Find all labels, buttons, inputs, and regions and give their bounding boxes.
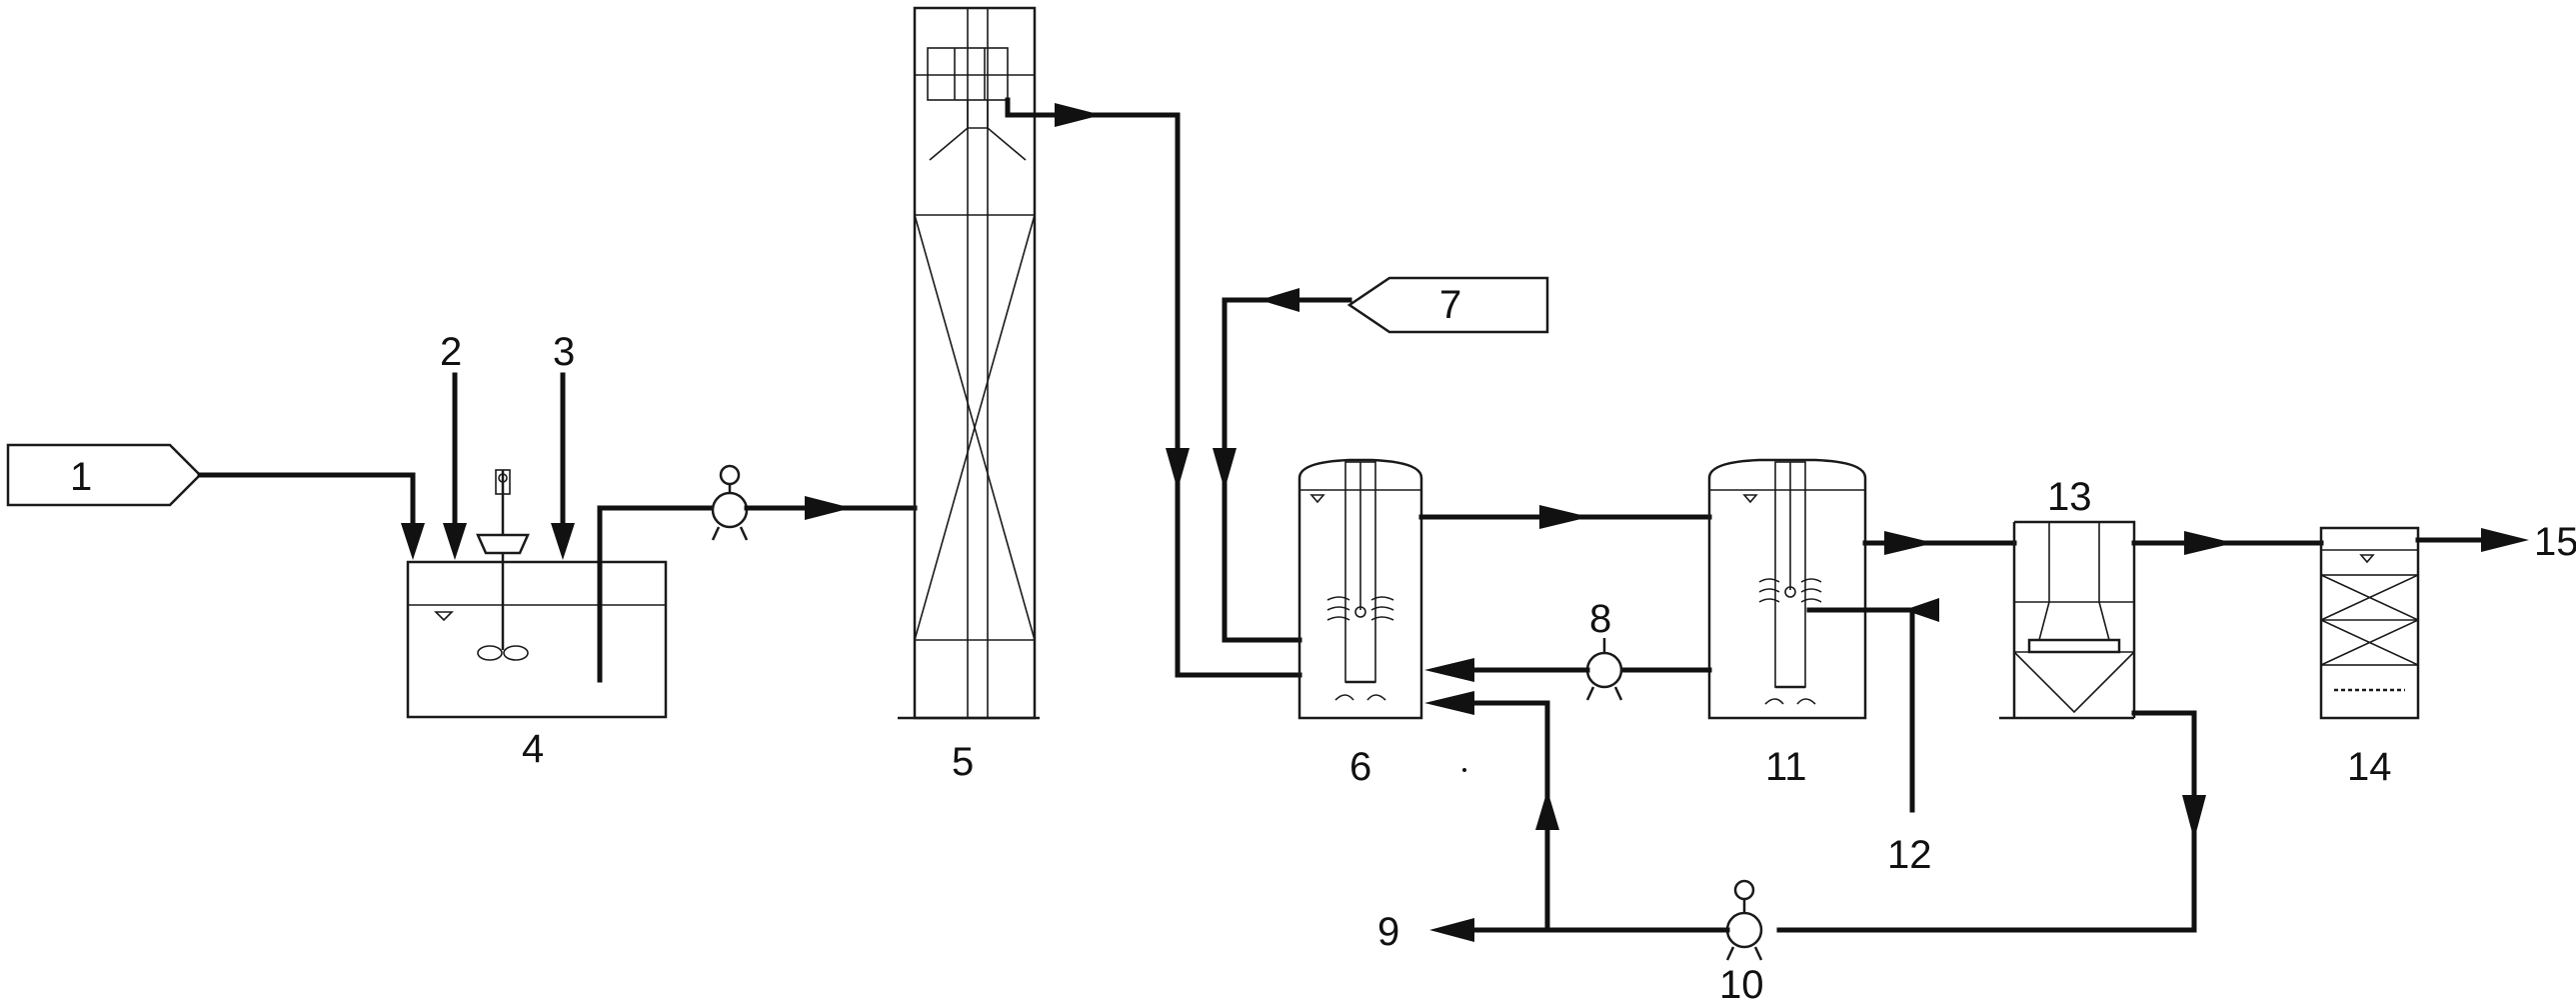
pump-8: 8 xyxy=(1585,597,1623,701)
label-3: 3 xyxy=(553,330,575,374)
feed-tag-7: 7 xyxy=(1346,276,1549,334)
mixing-tank-4: 4 xyxy=(406,469,668,771)
label-5: 5 xyxy=(952,740,974,784)
pump-10: 10 xyxy=(1719,879,1764,1006)
label-15: 15 xyxy=(2534,520,2576,564)
reactor-6: 6 xyxy=(1297,458,1423,789)
inlet-2: 2 xyxy=(440,330,467,560)
aerator-icon xyxy=(1326,596,1394,621)
pump-icon xyxy=(711,464,749,541)
label-8: 8 xyxy=(1589,597,1611,641)
label-11: 11 xyxy=(1765,745,1807,789)
motor-pump-icon xyxy=(1725,879,1763,961)
label-6: 6 xyxy=(1349,745,1371,789)
label-1: 1 xyxy=(70,455,92,499)
stirrer-icon xyxy=(476,469,530,661)
aerator-icon xyxy=(1758,578,1822,603)
filter-14: 14 xyxy=(2319,526,2420,789)
label-7: 7 xyxy=(1439,283,1461,327)
label-4: 4 xyxy=(522,727,544,771)
inlet-3: 3 xyxy=(551,330,575,560)
label-9: 9 xyxy=(1377,910,1399,954)
label-10: 10 xyxy=(1719,963,1764,1006)
inlet-12: 12 xyxy=(1806,598,1939,877)
label-12: 12 xyxy=(1887,833,1932,877)
label-13: 13 xyxy=(2047,475,2092,519)
column-5: 5 xyxy=(898,6,1040,784)
label-2: 2 xyxy=(440,330,462,374)
label-14: 14 xyxy=(2347,745,2392,789)
settler-13: 13 xyxy=(1999,475,2136,720)
reactor-11: 11 xyxy=(1707,458,1867,789)
pump-icon xyxy=(1585,638,1623,701)
feed-tag-1: 1 xyxy=(6,443,202,507)
